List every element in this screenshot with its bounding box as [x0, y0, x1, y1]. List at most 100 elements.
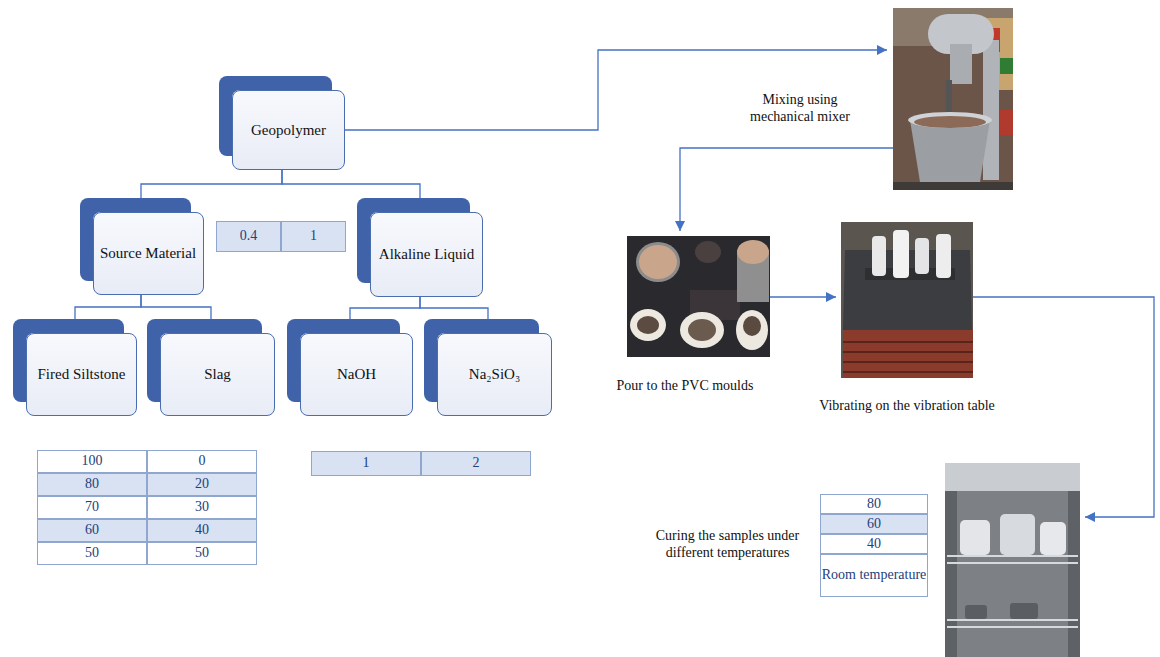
tree-line	[141, 295, 211, 333]
moulds-photo	[627, 236, 770, 357]
mixer-photo	[893, 8, 1013, 190]
mixer-photo-part	[914, 116, 986, 128]
oven-photo-part	[965, 605, 987, 619]
tree-line	[141, 170, 282, 212]
table-value: 2	[473, 455, 480, 471]
vibration-table-photo-part	[843, 330, 973, 378]
table-cell: 2	[421, 451, 531, 476]
moulds-photo-part	[627, 236, 770, 357]
table-value: 0	[199, 453, 206, 469]
photo-caption: Mixing using mechanical mixer	[740, 92, 860, 126]
photo-caption: Pour to the PVC moulds	[600, 378, 770, 395]
mixer-photo-part	[1000, 110, 1013, 135]
oven-photo-part	[960, 520, 990, 555]
photo-frame: Vibrating on the vibration table	[841, 222, 973, 378]
tree-box: Alkaline Liquid	[370, 212, 483, 297]
table-cell: 70	[37, 496, 147, 519]
oven-photo-part-part	[947, 555, 1078, 557]
moulds-photo-part	[636, 242, 680, 282]
vibration-table-photo-part	[915, 238, 929, 274]
tree-line	[75, 295, 141, 333]
photo-frame: Pour to the PVC moulds	[627, 236, 770, 357]
table-cell: 50	[147, 542, 257, 565]
table-cell: 30	[147, 496, 257, 519]
moulds-photo-part	[695, 241, 721, 263]
table-cell: 80	[37, 473, 147, 496]
photo-frame: Curing the samples under different tempe…	[945, 463, 1080, 657]
mixer-photo-part	[983, 40, 999, 180]
moulds-photo-part	[688, 319, 716, 341]
oven-photo-part	[945, 463, 1080, 657]
oven-photo-part-part	[947, 619, 1078, 621]
table-value: 80	[85, 476, 99, 492]
table-value: 0.4	[240, 228, 258, 244]
mixer-photo-part	[1000, 58, 1013, 74]
moulds-photo-part	[637, 316, 659, 334]
node-label: Geopolymer	[251, 122, 326, 139]
tree-box: Geopolymer	[232, 90, 345, 170]
mixer-photo-part	[910, 120, 990, 182]
oven-photo-part-part	[947, 626, 1078, 628]
tree-box: Slag	[160, 333, 275, 416]
tree-box: Na₂SiO₃	[437, 333, 552, 416]
tree-box: NaOH	[300, 333, 413, 416]
table-value: 60	[85, 522, 99, 538]
table-cell: 40	[820, 534, 928, 554]
vibration-table-photo-part-part	[843, 371, 973, 373]
oven-photo-part-part	[947, 562, 1078, 564]
moulds-photo-part	[639, 245, 677, 279]
moulds-photo-part	[680, 312, 724, 348]
table-value: 40	[867, 536, 881, 552]
table-cell: 50	[37, 542, 147, 565]
vibration-table-photo	[841, 222, 973, 378]
node-label: Fired Siltstone	[38, 366, 126, 383]
table-cell: 60	[820, 514, 928, 534]
vibration-table-photo-part-part	[843, 361, 973, 363]
photo-frame: Mixing using mechanical mixer	[893, 8, 1013, 190]
table-value: 50	[195, 545, 209, 561]
node-label: NaOH	[337, 366, 376, 383]
flow-arrow	[973, 297, 1154, 517]
table-value: 1	[310, 228, 317, 244]
mixer-photo-part	[950, 44, 972, 84]
table-value: 70	[85, 499, 99, 515]
vibration-table-photo-part	[936, 234, 951, 278]
table-cell: 80	[820, 494, 928, 514]
photo-caption: Vibrating on the vibration table	[795, 398, 1019, 415]
table-cell: 0	[147, 450, 257, 473]
table-value: 1	[363, 455, 370, 471]
tree-line	[282, 170, 420, 212]
table-value: 30	[195, 499, 209, 515]
table-value: 20	[195, 476, 209, 492]
oven-photo-part	[1040, 522, 1066, 555]
vibration-table-photo-part	[893, 230, 909, 278]
vibration-table-photo-part	[872, 236, 886, 276]
moulds-photo-part	[736, 310, 768, 350]
table-cell: Room temperature	[820, 554, 928, 597]
moulds-photo-part	[630, 309, 666, 341]
tree-line	[350, 297, 420, 333]
table-value: 50	[85, 545, 99, 561]
oven-photo-part	[1010, 603, 1038, 619]
table-value: 80	[867, 496, 881, 512]
vibration-table-photo-part	[843, 342, 973, 372]
tree-box: Source Material	[93, 212, 204, 295]
table-cell: 100	[37, 450, 147, 473]
node-label: Slag	[204, 366, 231, 383]
oven-photo	[945, 463, 1080, 657]
oven-photo-part	[945, 463, 1080, 491]
moulds-photo-part	[743, 316, 761, 336]
oven-photo-part	[1068, 491, 1080, 657]
table-value: 40	[195, 522, 209, 538]
moulds-photo-part	[737, 240, 769, 264]
table-cell: 1	[281, 221, 346, 252]
table-cell: 0.4	[216, 221, 281, 252]
flow-arrow	[770, 296, 836, 297]
node-label: Alkaline Liquid	[379, 246, 474, 263]
table-cell: 20	[147, 473, 257, 496]
table-value: 100	[82, 453, 103, 469]
node-label: Na₂SiO₃	[469, 366, 520, 383]
node-label: Source Material	[100, 245, 196, 262]
oven-photo-part	[945, 491, 957, 657]
